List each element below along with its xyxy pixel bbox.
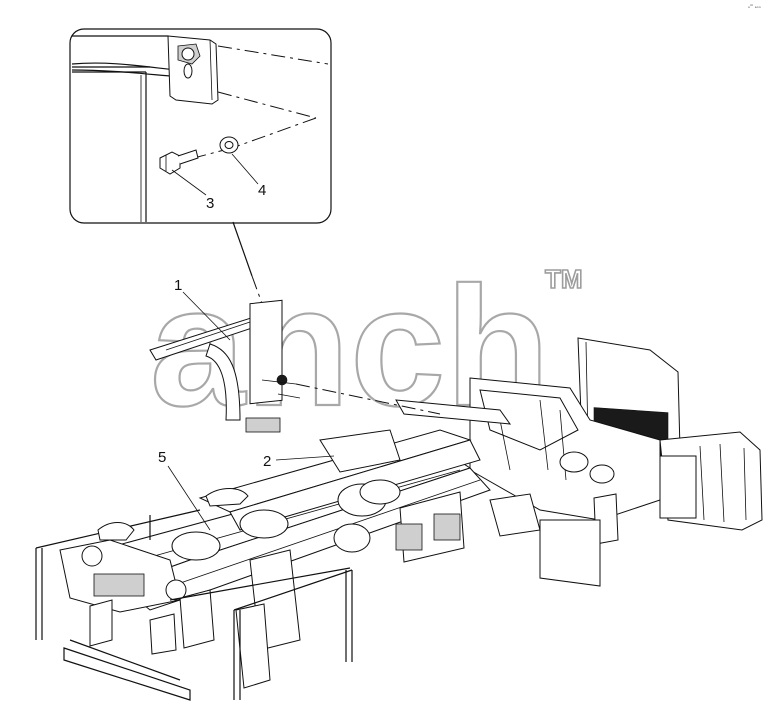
leader-3 xyxy=(171,169,207,196)
engine-block xyxy=(469,377,661,587)
detail-inset: 3 4 xyxy=(69,28,332,224)
support-stand xyxy=(35,509,353,701)
corner-mark: ₒᵐ ₛₒₙ xyxy=(748,4,761,10)
bracket-assembly-1 xyxy=(149,299,301,433)
seat-bracket-front xyxy=(97,522,135,541)
detail-inset-frame xyxy=(69,28,332,224)
callout-2: 2 xyxy=(263,453,271,470)
detail-axis-line-washer xyxy=(231,117,317,149)
assembly-axis-line xyxy=(295,383,441,415)
callout-3: 3 xyxy=(206,195,214,212)
washer xyxy=(219,136,239,154)
leader-4 xyxy=(231,153,259,185)
mudflap xyxy=(539,519,601,587)
upper-crossmember xyxy=(395,399,512,425)
cross-tubes xyxy=(171,479,401,561)
front-end xyxy=(59,539,187,647)
leader-5 xyxy=(167,465,211,531)
callout-4: 4 xyxy=(258,182,266,199)
leader-2 xyxy=(275,455,335,461)
callout-5: 5 xyxy=(158,449,166,466)
suspension-brackets xyxy=(149,491,465,689)
inset-connector-line xyxy=(232,221,253,277)
chassis-assembly xyxy=(35,299,763,701)
detail-axis-line-top xyxy=(217,45,329,65)
seat-bracket-left xyxy=(205,488,249,507)
detail-axis-line-mid xyxy=(217,91,317,119)
bolt xyxy=(159,149,199,175)
trademark-symbol: TM xyxy=(545,264,583,294)
battery-bracket xyxy=(319,429,401,473)
side-bracket xyxy=(489,493,541,537)
main-callouts: 1 2 5 xyxy=(158,277,335,531)
detail-bracket xyxy=(167,35,219,105)
leader-1 xyxy=(182,291,231,341)
callout-1: 1 xyxy=(174,277,182,294)
